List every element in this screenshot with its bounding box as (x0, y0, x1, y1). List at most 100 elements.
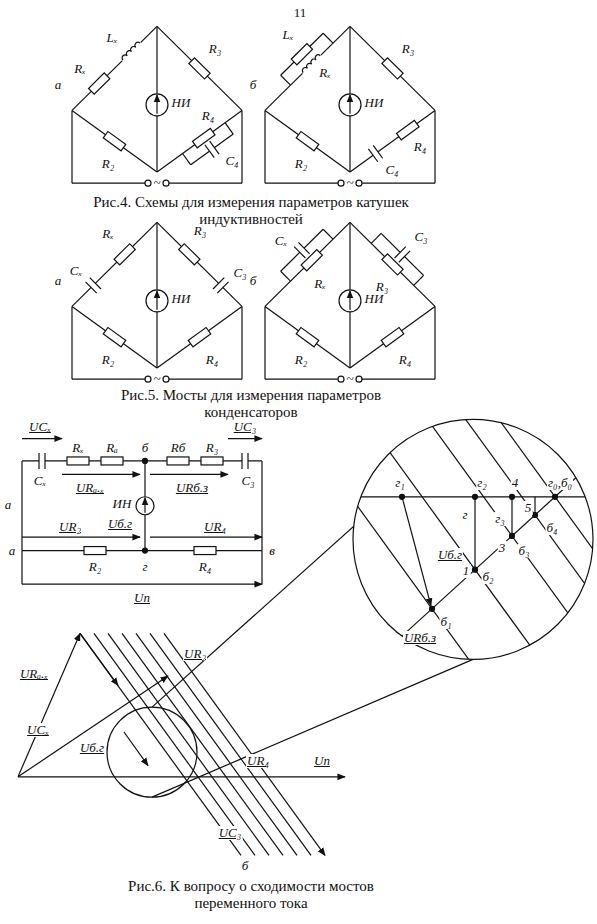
junction-dot (143, 548, 148, 553)
parallel-wire (183, 154, 191, 165)
component-label: UR₂ (58, 520, 82, 534)
voltage-arrow (228, 438, 262, 439)
bridge-arm (350, 306, 435, 368)
bridge-arm (157, 110, 242, 172)
null-indicator (339, 290, 361, 312)
phasor-line (150, 633, 311, 855)
point-dot (510, 494, 515, 499)
bridge-arm (265, 26, 350, 110)
component-label: URб.з (175, 481, 209, 495)
capacitor-symbol (395, 247, 411, 263)
supply-wire (264, 306, 265, 379)
voltage-arrow (22, 537, 140, 538)
capacitor-symbol (39, 453, 45, 469)
bridge-arm (350, 26, 435, 110)
parallel-line (325, 363, 597, 776)
component-label: б₃ (517, 544, 530, 558)
junction-dot (143, 458, 148, 463)
resistor-body (103, 328, 126, 347)
resistor-symbol (194, 547, 216, 555)
component-label: б₂ (481, 570, 494, 584)
capacitor-gap (39, 453, 45, 469)
parallel-wire (281, 75, 291, 85)
component-label: C₃ (240, 474, 255, 488)
component-label: R₂ (101, 157, 115, 171)
component-label: 3 (498, 541, 507, 555)
bridge-arm (265, 306, 350, 368)
zoom-guide (152, 659, 473, 797)
resistor-body (382, 58, 403, 79)
capacitor-plate (241, 453, 242, 469)
resistor-symbol (103, 132, 126, 151)
component-label: г₃ (494, 512, 506, 526)
bridge-arm (72, 306, 157, 368)
resistor-symbol (381, 328, 404, 347)
point-dot (553, 494, 558, 499)
indicator-wire (156, 222, 157, 289)
component-label: URб.з (403, 631, 437, 645)
indicator-arrow (156, 291, 157, 310)
bridge-arm (72, 26, 157, 110)
capacitor-plate (368, 149, 377, 162)
component-label: UC₃ (218, 826, 243, 840)
component-label: Lₓ (106, 31, 119, 45)
component-label: Rₐ (105, 441, 119, 455)
indicator-wire (144, 461, 145, 497)
component-label: Uп (313, 754, 331, 768)
component-label: 1 (462, 564, 471, 578)
component-label: R₄ (201, 109, 215, 123)
resistor-symbol (296, 328, 319, 347)
capacitor-plate (38, 453, 39, 469)
locus-line (340, 496, 597, 497)
component-label: R₃ (193, 224, 207, 238)
parallel-line (362, 329, 597, 742)
component-label: 4 (511, 476, 520, 490)
figure-caption: Рис.5. Мосты для измерения параметров ко… (85, 387, 417, 421)
null-indicator (146, 94, 168, 116)
supply-terminal (338, 180, 344, 186)
indicator-arrow (144, 498, 145, 513)
component-label: R₂ (294, 353, 308, 367)
indicator-arrow (349, 291, 350, 310)
capacitor-plate (373, 145, 382, 158)
point-dot (510, 533, 515, 538)
component-label: а (8, 544, 17, 558)
resistor-symbol (89, 73, 110, 94)
component-label: НИ (364, 292, 385, 306)
resistor-symbol (101, 457, 123, 465)
bridge-arm (157, 306, 242, 368)
component-label: UR₄ (203, 520, 227, 534)
capacitor-symbol (213, 278, 229, 294)
component-label: URₐ.ₓ (75, 481, 105, 495)
resistor-body (67, 457, 89, 465)
component-label: Uп (133, 591, 151, 605)
supply-wire (71, 110, 72, 183)
parallel-wire (225, 123, 233, 134)
bridge-arm (350, 222, 435, 306)
voltage-arrow (150, 474, 228, 475)
resistor-symbol (114, 244, 135, 265)
capacitor-plate (399, 251, 410, 262)
resistor-symbol (296, 132, 319, 151)
component-label: Uб.г (437, 548, 463, 562)
capacitor-symbol (294, 242, 310, 258)
supply-terminal (163, 376, 169, 382)
capacitor-symbol (242, 453, 248, 469)
capacitor-plate (298, 242, 309, 253)
capacitor-symbol (205, 141, 219, 157)
phasor (18, 676, 168, 777)
component-label: R₃ (401, 42, 415, 56)
component-label: Rб (170, 441, 186, 455)
component-label: Cₓ (33, 474, 47, 488)
component-label: R₂ (101, 353, 115, 367)
phasor-line (122, 633, 283, 855)
resistor-symbol (189, 58, 210, 79)
point-dot (473, 567, 478, 572)
supply-wire (21, 551, 22, 585)
capacitor-gap (85, 278, 101, 294)
component-label: Rₓ (313, 277, 327, 291)
capacitor-plate (210, 141, 219, 154)
zoom-circle (353, 419, 593, 659)
